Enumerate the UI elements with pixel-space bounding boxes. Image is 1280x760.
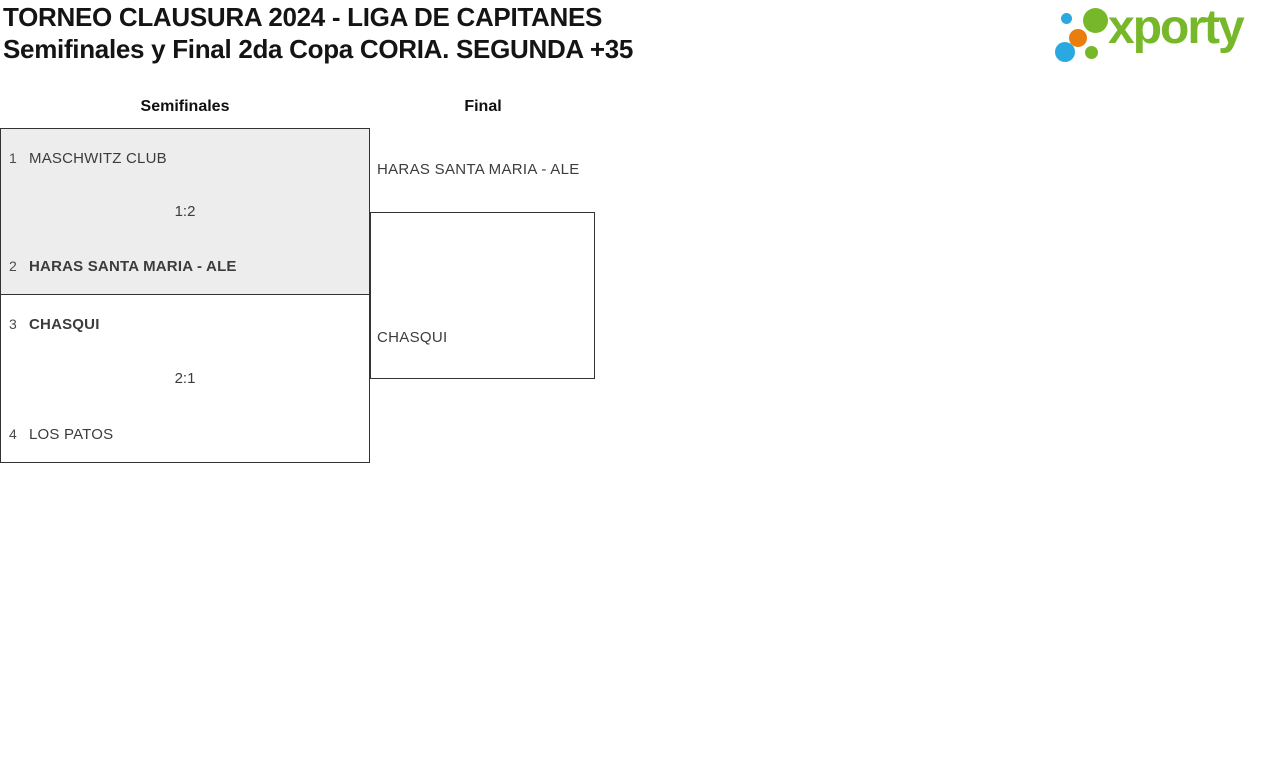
team-seed: 1	[9, 150, 17, 166]
team-seed: 4	[9, 426, 17, 442]
team-seed: 2	[9, 258, 17, 274]
page-subtitle: Semifinales y Final 2da Copa CORIA. SEGU…	[3, 34, 634, 64]
team-seed: 3	[9, 316, 17, 332]
team-row-los-patos: 4 LOS PATOS	[1, 424, 369, 444]
page-header: TORNEO CLAUSURA 2024 - LIGA DE CAPITANES…	[3, 1, 633, 65]
logo-dot-blue-small-icon	[1061, 13, 1072, 24]
team-name-winner: CHASQUI	[29, 315, 100, 333]
semifinal-match-2: 3 CHASQUI 2:1 4 LOS PATOS	[0, 295, 370, 463]
logo-dot-orange-icon	[1069, 29, 1087, 47]
finalist-1-name: HARAS SANTA MARIA - ALE	[377, 161, 580, 178]
team-name: LOS PATOS	[29, 425, 114, 443]
team-row-haras: 2 HARAS SANTA MARIA - ALE	[1, 256, 369, 276]
page-title: TORNEO CLAUSURA 2024 - LIGA DE CAPITANES	[3, 2, 603, 32]
round-header-semifinales: Semifinales	[140, 98, 230, 115]
team-name: MASCHWITZ CLUB	[29, 149, 167, 167]
logo-dot-green-small-icon	[1085, 46, 1098, 59]
team-row-maschwitz: 1 MASCHWITZ CLUB	[1, 148, 369, 168]
semifinal-match-1: 1 MASCHWITZ CLUB 1:2 2 HARAS SANTA MARIA…	[0, 128, 370, 295]
match-1-score: 1:2	[174, 203, 196, 220]
team-name-winner: HARAS SANTA MARIA - ALE	[29, 257, 237, 275]
logo-wordmark: xporty	[1108, 1, 1245, 54]
finalist-2-name: CHASQUI	[377, 329, 448, 346]
match-2-score: 2:1	[174, 370, 196, 387]
round-header-final: Final	[464, 98, 502, 115]
team-row-chasqui: 3 CHASQUI	[1, 314, 369, 334]
logo-dot-blue-large-icon	[1055, 42, 1075, 62]
final-match-box	[370, 212, 595, 379]
logo-dot-green-large-icon	[1083, 8, 1108, 33]
